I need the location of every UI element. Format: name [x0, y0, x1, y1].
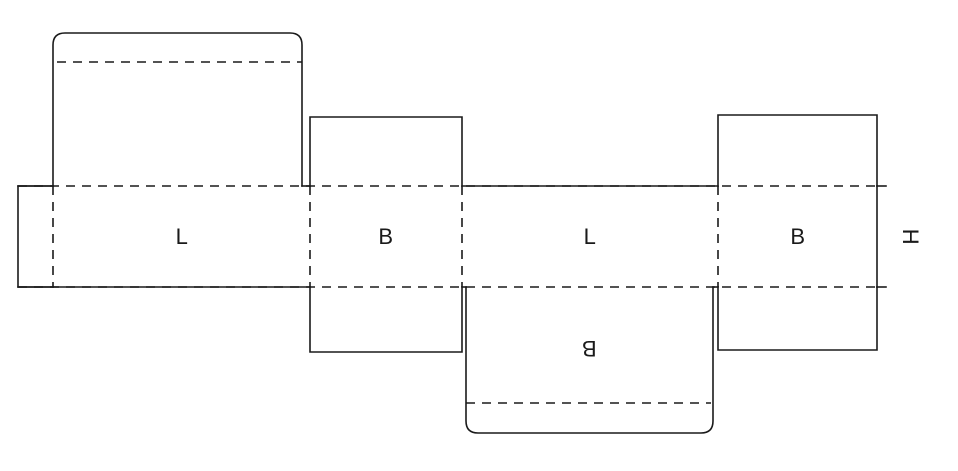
fold-lines-group	[18, 61, 877, 404]
panel-label-length-front: L	[175, 224, 189, 249]
top-dust-flap-left-outline	[309, 116, 463, 187]
cut-lines-group	[17, 32, 887, 434]
bottom-dust-flap-left-outline	[309, 286, 463, 353]
bottom-dust-flap-right-outline	[717, 286, 878, 351]
bottom-tuck-flap-outline	[465, 286, 714, 434]
glue-tab-outline	[17, 185, 54, 288]
panel-label-breadth-right: B	[790, 224, 806, 249]
top-dust-flap-right-outline	[717, 114, 878, 187]
panel-label-length-back: L	[583, 224, 597, 249]
top-tuck-flap-outline	[52, 32, 303, 187]
panel-label-breadth-left: B	[378, 224, 394, 249]
panel-label-bottom-closure: B	[581, 336, 597, 361]
panel-label-height-dimension: H	[898, 228, 923, 246]
